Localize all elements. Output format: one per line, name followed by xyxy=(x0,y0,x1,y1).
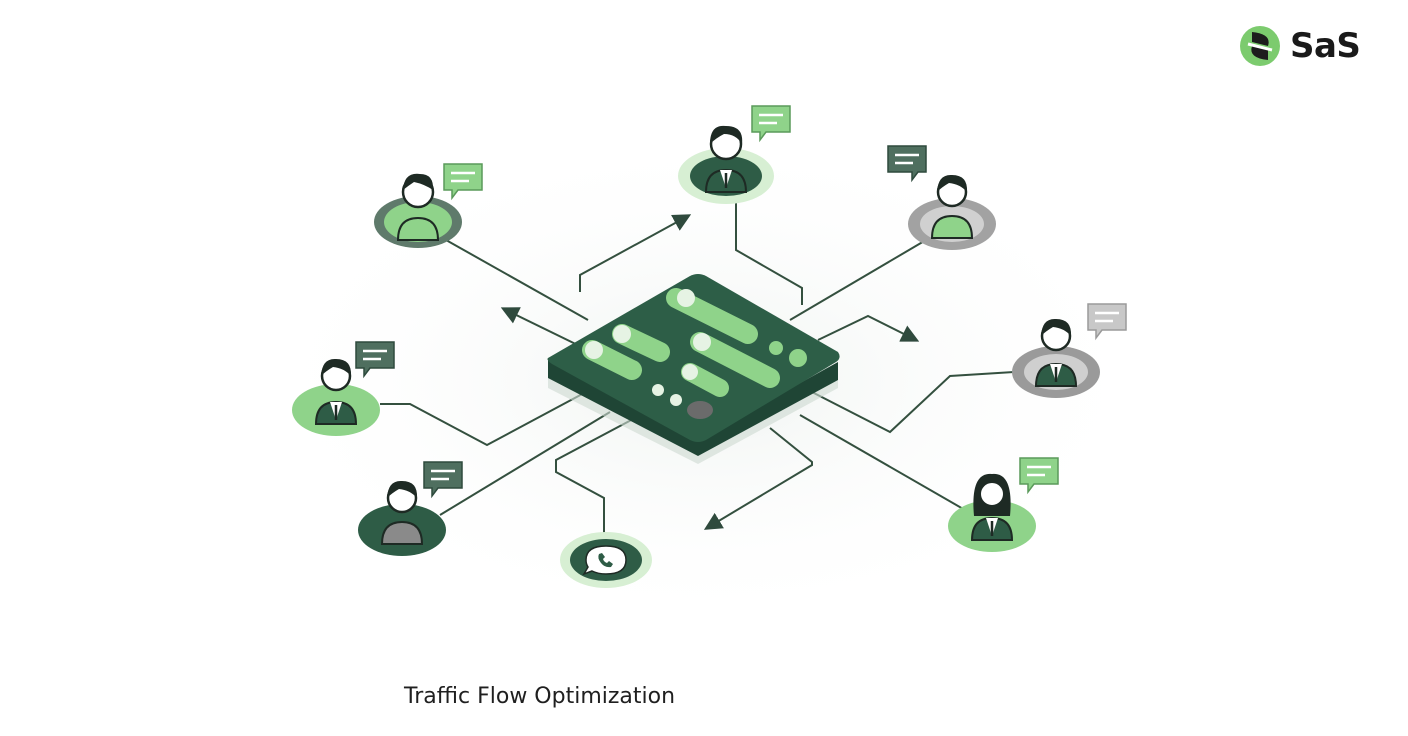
agent-node-top[interactable] xyxy=(678,105,791,204)
arrow-right xyxy=(817,314,920,342)
agent-node-bottom-left[interactable] xyxy=(358,461,463,556)
chat-bubble-icon xyxy=(423,461,463,499)
router-status-lights xyxy=(582,288,807,419)
arrow-upper xyxy=(579,214,692,292)
agent-avatar-icon xyxy=(930,174,974,239)
connector-bottom-left-agent xyxy=(439,411,611,516)
chat-bubble-icon xyxy=(751,105,791,143)
agent-node-right[interactable] xyxy=(1012,303,1127,398)
brand-logo-icon xyxy=(1240,26,1280,66)
connection-lines xyxy=(380,200,1015,535)
connector-top-agent xyxy=(735,200,803,305)
chat-bubble-icon xyxy=(443,163,483,201)
diagram-caption: Traffic Flow Optimization xyxy=(404,684,676,709)
connector-top-left-agent xyxy=(445,239,589,321)
central-router-board[interactable] xyxy=(547,274,840,464)
agent-avatar-icon xyxy=(380,480,424,545)
connector-left-agent xyxy=(380,391,587,447)
agent-avatar-icon xyxy=(314,358,358,425)
chat-bubble-icon xyxy=(887,145,927,183)
agent-avatar-icon xyxy=(704,125,748,193)
agent-avatar-icon xyxy=(396,173,440,241)
chat-bubble-icon xyxy=(355,341,395,379)
connector-bottom-right-agent xyxy=(799,414,966,511)
chat-bubble-icon xyxy=(1019,457,1059,495)
brand-logo: SaS xyxy=(1238,22,1361,70)
agent-avatar-icon xyxy=(1034,318,1078,387)
agent-avatar-icon xyxy=(970,473,1014,541)
arrow-lower xyxy=(703,427,813,530)
agent-node-top-right[interactable] xyxy=(887,145,996,250)
chat-bubble-icon xyxy=(1087,303,1127,341)
agent-node-left[interactable] xyxy=(292,341,395,436)
connector-phone xyxy=(555,409,651,535)
phone-chat-icon xyxy=(582,545,627,576)
phone-chat-node[interactable] xyxy=(560,532,652,588)
brand-name: SaS xyxy=(1290,26,1361,66)
agent-node-top-left[interactable] xyxy=(374,163,483,248)
agent-node-bottom-right[interactable] xyxy=(948,457,1059,552)
connector-top-right-agent xyxy=(789,239,927,321)
connector-right-agent xyxy=(807,371,1015,434)
